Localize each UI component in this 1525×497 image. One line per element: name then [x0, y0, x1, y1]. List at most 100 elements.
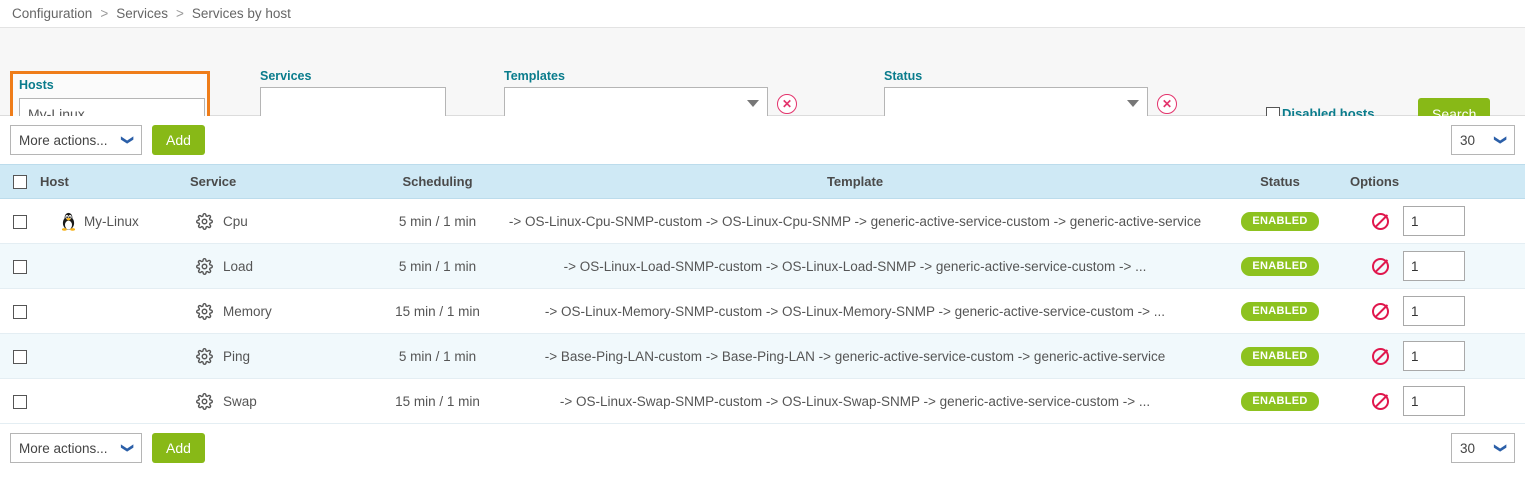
template-cell: -> OS-Linux-Load-SNMP-custom -> OS-Linux…: [500, 243, 1210, 289]
gear-icon: [196, 347, 213, 365]
table-header-row: Host Service Scheduling Template Status …: [0, 164, 1525, 199]
host-cell: [40, 243, 190, 289]
column-header-status[interactable]: Status: [1210, 164, 1350, 199]
chevron-down-icon: [747, 100, 759, 107]
chevron-down-icon: ❯: [1493, 134, 1508, 146]
table-row[interactable]: Ping 5 min / 1 min -> Base-Ping-LAN-cust…: [0, 333, 1525, 379]
status-filter-group: Status ✕: [884, 69, 1177, 120]
row-checkbox[interactable]: [13, 349, 27, 364]
host-cell: My-Linux: [40, 198, 190, 244]
breadcrumb-item-configuration[interactable]: Configuration: [12, 6, 93, 21]
scheduling-cell: 15 min / 1 min: [375, 378, 500, 424]
options-cell: 1: [1350, 378, 1525, 424]
option-input[interactable]: 1: [1403, 341, 1465, 371]
column-header-service[interactable]: Service: [190, 164, 375, 199]
page-size-select-bottom[interactable]: 30 ❯: [1451, 433, 1515, 463]
row-select-cell: [0, 243, 40, 289]
service-name[interactable]: Cpu: [223, 213, 248, 229]
services-input[interactable]: [260, 87, 446, 120]
service-name[interactable]: Swap: [223, 393, 257, 409]
breadcrumb-separator: >: [175, 6, 184, 21]
template-cell: -> OS-Linux-Memory-SNMP-custom -> OS-Lin…: [500, 288, 1210, 334]
services-filter-group: Services: [260, 69, 446, 120]
service-cell: Memory: [190, 288, 375, 334]
more-actions-label: More actions...: [19, 440, 108, 456]
filter-panel: Hosts My-Linux Services Templates ✕ Stat…: [0, 28, 1525, 145]
option-input[interactable]: 1: [1403, 251, 1465, 281]
option-input[interactable]: 1: [1403, 386, 1465, 416]
host-cell: [40, 378, 190, 424]
service-cell: Swap: [190, 378, 375, 424]
table-body: My-Linux Cpu 5 min / 1 min -> OS-Linux-C…: [0, 198, 1525, 424]
service-cell: Ping: [190, 333, 375, 379]
add-button-top[interactable]: Add: [152, 125, 205, 155]
breadcrumb: Configuration > Services > Services by h…: [0, 0, 1525, 28]
toolbar-top: More actions... ❯ Add 30 ❯: [0, 116, 1525, 164]
status-badge: ENABLED: [1241, 391, 1319, 411]
column-header-template[interactable]: Template: [500, 164, 1210, 199]
option-input[interactable]: 1: [1403, 296, 1465, 326]
table-row[interactable]: Swap 15 min / 1 min -> OS-Linux-Swap-SNM…: [0, 378, 1525, 424]
table-row[interactable]: Memory 15 min / 1 min -> OS-Linux-Memory…: [0, 288, 1525, 334]
option-input[interactable]: 1: [1403, 206, 1465, 236]
services-filter-label: Services: [260, 69, 312, 83]
page-size-value: 30: [1460, 440, 1476, 456]
options-cell: 1: [1350, 243, 1525, 289]
service-name[interactable]: Ping: [223, 348, 251, 364]
status-badge: ENABLED: [1241, 301, 1319, 321]
more-actions-select-bottom[interactable]: More actions... ❯: [10, 433, 142, 463]
options-cell: 1: [1350, 288, 1525, 334]
host-cell: [40, 288, 190, 334]
row-select-cell: [0, 333, 40, 379]
table-row[interactable]: My-Linux Cpu 5 min / 1 min -> OS-Linux-C…: [0, 198, 1525, 244]
page-size-select-top[interactable]: 30 ❯: [1451, 125, 1515, 155]
row-checkbox[interactable]: [13, 394, 27, 409]
service-cell: Cpu: [190, 198, 375, 244]
service-name[interactable]: Memory: [223, 303, 272, 319]
deny-circle-icon[interactable]: [1372, 302, 1389, 320]
gear-icon: [196, 392, 213, 410]
gear-icon: [196, 212, 213, 230]
host-name[interactable]: My-Linux: [84, 213, 139, 229]
row-checkbox[interactable]: [13, 259, 27, 274]
row-select-cell: [0, 288, 40, 334]
breadcrumb-separator: >: [100, 6, 109, 21]
column-header-scheduling[interactable]: Scheduling: [375, 164, 500, 199]
table-header: Host Service Scheduling Template Status …: [0, 164, 1525, 199]
more-actions-select-top[interactable]: More actions... ❯: [10, 125, 142, 155]
add-button-bottom[interactable]: Add: [152, 433, 205, 463]
scheduling-cell: 5 min / 1 min: [375, 243, 500, 289]
templates-filter-label: Templates: [504, 69, 565, 83]
row-checkbox[interactable]: [13, 214, 27, 229]
row-select-cell: [0, 378, 40, 424]
deny-circle-icon[interactable]: [1372, 257, 1389, 275]
status-cell: ENABLED: [1210, 378, 1350, 424]
status-clear-icon[interactable]: ✕: [1157, 93, 1177, 114]
service-name[interactable]: Load: [223, 258, 254, 274]
column-header-options[interactable]: Options: [1350, 164, 1525, 199]
templates-filter-group: Templates ✕: [504, 69, 797, 120]
templates-clear-icon[interactable]: ✕: [777, 93, 797, 114]
template-cell: -> OS-Linux-Cpu-SNMP-custom -> OS-Linux-…: [500, 198, 1210, 244]
deny-circle-icon[interactable]: [1372, 347, 1389, 365]
scheduling-cell: 5 min / 1 min: [375, 198, 500, 244]
row-checkbox[interactable]: [13, 304, 27, 319]
toolbar-bottom: More actions... ❯ Add 30 ❯: [0, 424, 1525, 472]
linux-penguin-icon: [60, 212, 77, 231]
more-actions-label: More actions...: [19, 132, 108, 148]
chevron-down-icon: ❯: [120, 442, 135, 454]
breadcrumb-item-services-by-host[interactable]: Services by host: [191, 6, 291, 21]
template-cell: -> OS-Linux-Swap-SNMP-custom -> OS-Linux…: [500, 378, 1210, 424]
template-cell: -> Base-Ping-LAN-custom -> Base-Ping-LAN…: [500, 333, 1210, 379]
chevron-down-icon: [1127, 100, 1139, 107]
status-filter-label: Status: [884, 69, 923, 83]
deny-circle-icon[interactable]: [1372, 212, 1389, 230]
gear-icon: [196, 257, 213, 275]
options-cell: 1: [1350, 333, 1525, 379]
deny-circle-icon[interactable]: [1372, 392, 1389, 410]
table-row[interactable]: Load 5 min / 1 min -> OS-Linux-Load-SNMP…: [0, 243, 1525, 289]
column-header-host[interactable]: Host: [40, 164, 190, 199]
breadcrumb-item-services[interactable]: Services: [116, 6, 168, 21]
status-cell: ENABLED: [1210, 243, 1350, 289]
select-all-checkbox[interactable]: [13, 175, 27, 190]
